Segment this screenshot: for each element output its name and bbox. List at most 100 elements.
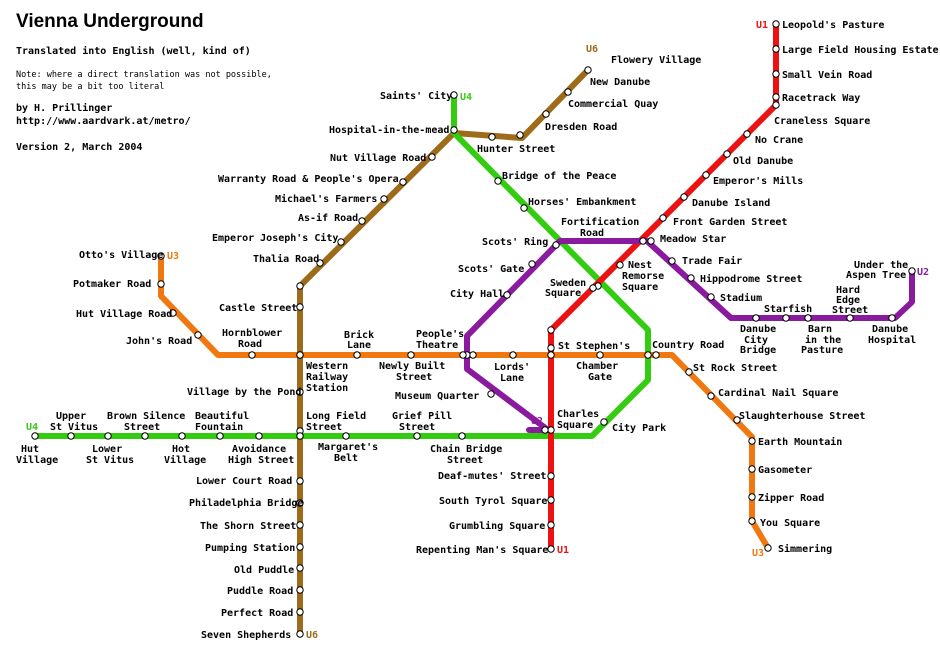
station-label-long-field-1[interactable]: Long Field [306, 410, 366, 422]
station-label-south-tyrol[interactable]: South Tyrol Square [439, 496, 547, 507]
station-marker[interactable] [413, 432, 421, 440]
station-marker[interactable] [616, 261, 624, 269]
station-label-chamber-gate-2[interactable]: Gate [588, 372, 612, 383]
station-label-hard-edge-2[interactable]: Edge [836, 295, 860, 306]
station-marker[interactable] [516, 131, 524, 139]
station-marker[interactable] [846, 314, 854, 322]
station-label-danube-city-bridge-1[interactable]: Danube [740, 324, 776, 335]
station-marker[interactable] [748, 465, 756, 473]
station-marker[interactable] [494, 177, 502, 185]
station-label-newly-built-2[interactable]: Street [396, 372, 432, 383]
station-label-puddle-road[interactable]: Puddle Road [227, 586, 293, 597]
station-marker[interactable] [353, 351, 361, 359]
station-marker[interactable] [547, 351, 555, 359]
station-marker[interactable] [399, 178, 407, 186]
station-label-chain-bridge-1[interactable]: Chain Bridge [430, 443, 502, 455]
station-label-hospital-mead[interactable]: Hospital-in-the-mead [329, 124, 449, 136]
station-marker[interactable] [528, 260, 536, 268]
station-label-castle-street[interactable]: Castle Street [219, 303, 297, 314]
station-label-chain-bridge-2[interactable]: Street [447, 455, 483, 466]
station-marker[interactable] [337, 238, 345, 246]
station-label-emperor-joseph[interactable]: Emperor Joseph's City [212, 232, 338, 244]
station-label-sweden-square-2[interactable]: Square [545, 288, 581, 299]
station-marker[interactable] [547, 326, 555, 334]
station-label-western-railway-3[interactable]: Station [306, 382, 348, 394]
station-marker[interactable] [380, 195, 388, 203]
station-marker[interactable] [589, 284, 597, 292]
station-label-nut-village[interactable]: Nut Village Road [330, 152, 426, 164]
station-label-thalia-road[interactable]: Thalia Road [253, 253, 319, 265]
station-marker[interactable] [255, 432, 263, 440]
station-marker[interactable] [659, 214, 667, 222]
station-marker[interactable] [687, 274, 695, 282]
station-marker[interactable] [296, 499, 304, 507]
station-label-trade-fair[interactable]: Trade Fair [682, 255, 742, 267]
station-marker[interactable] [296, 477, 304, 485]
station-label-brown-silence-2[interactable]: Street [124, 422, 160, 433]
station-label-shorn-street[interactable]: The Shorn Street [200, 521, 296, 532]
station-marker[interactable] [564, 88, 572, 96]
station-label-charles-square-2[interactable]: Square [557, 420, 593, 431]
station-label-western-railway-1[interactable]: Western [306, 361, 348, 372]
station-marker[interactable] [428, 153, 436, 161]
station-label-hut-village-1[interactable]: Hut [21, 444, 39, 455]
station-marker[interactable] [547, 496, 555, 504]
station-label-avoidance-high-2[interactable]: High Street [228, 454, 294, 466]
station-marker[interactable] [488, 133, 496, 141]
station-marker[interactable] [888, 314, 896, 322]
station-label-hippodrome[interactable]: Hippodrome Street [700, 273, 802, 285]
station-label-deaf-mutes[interactable]: Deaf-mutes' Street [438, 471, 546, 482]
station-label-cardinal-nail[interactable]: Cardinal Nail Square [718, 387, 838, 399]
station-label-simmering[interactable]: Simmering [778, 543, 832, 555]
station-label-western-railway-2[interactable]: Railway [306, 371, 348, 383]
station-label-meadow-star[interactable]: Meadow Star [660, 234, 726, 245]
station-marker[interactable] [296, 521, 304, 529]
station-label-no-crane[interactable]: No Crane [755, 135, 803, 146]
station-label-large-field[interactable]: Large Field Housing Estate [782, 44, 939, 56]
station-label-starfish[interactable]: Starfish [764, 303, 812, 315]
station-label-village-pond[interactable]: Village by the Pond [187, 386, 301, 398]
station-label-brick-lane-1[interactable]: Brick [344, 329, 374, 341]
station-marker[interactable] [296, 564, 304, 572]
station-marker[interactable] [141, 432, 149, 440]
station-label-racetrack[interactable]: Racetrack Way [782, 93, 860, 104]
station-marker[interactable] [450, 126, 458, 134]
station-label-danube-city-bridge-3[interactable]: Bridge [740, 344, 776, 356]
station-marker[interactable] [296, 543, 304, 551]
station-label-st-stephens[interactable]: St Stephen's [558, 341, 630, 352]
station-marker[interactable] [547, 521, 555, 529]
station-label-perfect-road[interactable]: Perfect Road [221, 608, 293, 619]
station-marker[interactable] [342, 432, 350, 440]
station-label-barn-pasture-2[interactable]: in the [805, 334, 841, 346]
station-marker[interactable] [487, 390, 495, 398]
station-marker[interactable] [685, 368, 693, 376]
station-label-potmaker[interactable]: Potmaker Road [73, 279, 151, 290]
station-label-lower-court[interactable]: Lower Court Road [196, 476, 292, 487]
station-marker[interactable] [316, 259, 324, 267]
station-marker[interactable] [707, 293, 715, 301]
station-label-hard-edge-3[interactable]: Street [832, 305, 868, 316]
station-label-sweden-square-1[interactable]: Sweden [550, 278, 586, 289]
station-label-warranty-road[interactable]: Warranty Road & People's Opera [218, 174, 399, 185]
station-label-flowery-village[interactable]: Flowery Village [611, 54, 701, 66]
station-marker[interactable] [644, 351, 652, 359]
station-label-lords-lane-1[interactable]: Lords' [494, 362, 530, 373]
station-marker[interactable] [520, 204, 528, 212]
station-label-you-square[interactable]: You Square [760, 518, 820, 529]
station-label-hot-village-2[interactable]: Village [164, 454, 206, 466]
station-marker[interactable] [509, 351, 517, 359]
station-label-margarets-belt-2[interactable]: Belt [334, 453, 358, 464]
station-marker[interactable] [169, 309, 177, 317]
station-label-hut-village-2[interactable]: Village [16, 454, 58, 466]
station-label-barn-pasture-3[interactable]: Pasture [801, 345, 843, 356]
station-marker[interactable] [358, 217, 366, 225]
station-marker[interactable] [584, 66, 592, 74]
station-label-museum-quarter[interactable]: Museum Quarter [395, 391, 479, 402]
station-label-grief-pill-1[interactable]: Grief Pill [392, 410, 452, 422]
station-label-lower-st-vitus-1[interactable]: Lower [92, 444, 122, 455]
station-label-lower-st-vitus-2[interactable]: St Vitus [86, 454, 134, 466]
station-label-seven-shepherds[interactable]: Seven Shepherds [201, 630, 291, 641]
station-label-peoples-theatre-2[interactable]: Theatre [416, 340, 458, 351]
station-label-city-hall[interactable]: City Hall [450, 288, 504, 300]
station-label-fortification-2[interactable]: Road [580, 228, 604, 239]
